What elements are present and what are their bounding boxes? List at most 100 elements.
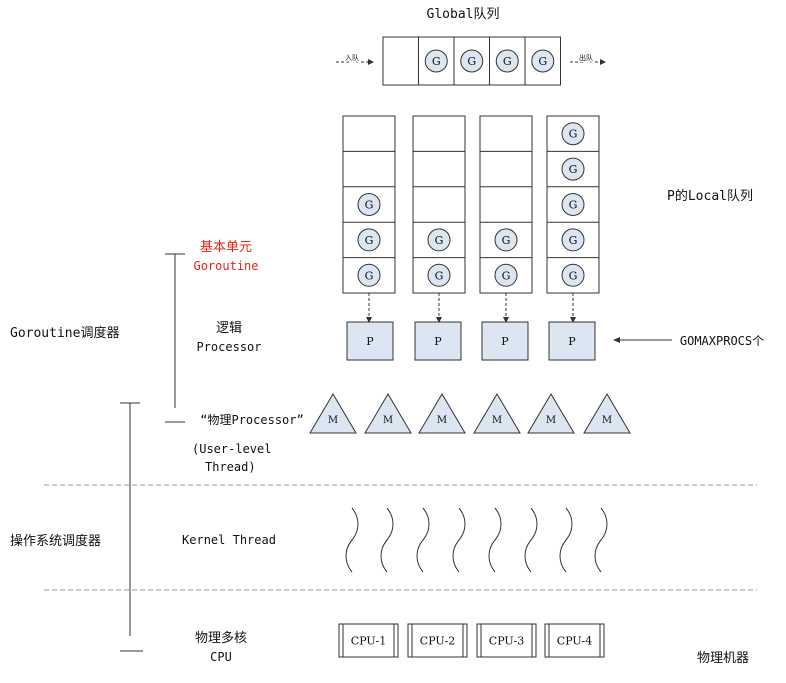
goroutine-circle xyxy=(424,49,448,73)
goroutine-circle xyxy=(561,122,585,146)
processor-box xyxy=(346,321,394,361)
local-goroutine-label: G xyxy=(569,234,578,247)
dequeue-arrow xyxy=(570,59,606,65)
goroutine-circle xyxy=(561,157,585,181)
goroutine-circle xyxy=(561,228,585,252)
cpu-label-cn: 物理多核 xyxy=(195,630,247,646)
local-goroutine-label: G xyxy=(502,234,511,247)
processor-label: P xyxy=(501,335,509,348)
cpu-label: CPU-2 xyxy=(420,635,455,648)
global-goroutine-label: G xyxy=(467,55,476,68)
global-goroutine-label: G xyxy=(432,55,441,68)
cpu-label: CPU-1 xyxy=(351,635,386,648)
goroutine-scheduler-label: Goroutine调度器 xyxy=(10,325,119,341)
machine-label: M xyxy=(602,415,612,426)
goroutine-circle xyxy=(460,49,484,73)
processor-box xyxy=(548,321,596,361)
goroutine-circle xyxy=(427,263,451,287)
machine-triangle xyxy=(418,393,466,434)
machine-triangle xyxy=(309,393,357,434)
kernel-thread-label: Kernel Thread xyxy=(182,533,276,547)
local-goroutine-label: G xyxy=(435,234,444,247)
enqueue-label: 入队 xyxy=(345,53,359,62)
logical-processor-cn: 逻辑 xyxy=(216,321,242,336)
goroutine-circle xyxy=(357,228,381,252)
goroutine-circle xyxy=(357,193,381,216)
kernel-thread-line xyxy=(594,507,608,573)
cpu-box xyxy=(544,623,605,658)
kernel-thread-line xyxy=(524,507,538,573)
enqueue-arrow xyxy=(336,59,374,65)
user-thread-line1: (User-level xyxy=(192,442,271,456)
goroutine-circle xyxy=(494,263,518,287)
local-queue-column xyxy=(412,115,466,294)
machine-triangle xyxy=(473,393,521,434)
goroutine-circle xyxy=(495,49,519,73)
machine-label: M xyxy=(437,415,447,426)
processor-box xyxy=(481,321,529,361)
machine-triangle xyxy=(527,393,575,434)
cpus: CPU-1 CPU-2 CPU-3 CPU-4 xyxy=(338,623,605,658)
processor-label: P xyxy=(568,335,576,348)
machine-label: M xyxy=(383,415,393,426)
goroutine-circle xyxy=(494,228,518,252)
local-goroutine-label: G xyxy=(435,269,444,282)
machine-triangle xyxy=(583,393,631,434)
processor-label: P xyxy=(434,335,442,348)
kernel-thread-line xyxy=(488,507,502,573)
goroutine-unit-cn: 基本单元 xyxy=(200,240,252,255)
cpu-label: CPU-4 xyxy=(557,635,592,648)
goroutine-circle xyxy=(531,49,555,73)
machine-triangle xyxy=(364,393,412,434)
physical-machine-label: 物理机器 xyxy=(697,651,749,666)
os-scheduler-label: 操作系统调度器 xyxy=(10,533,101,549)
global-goroutine-label: G xyxy=(538,55,547,68)
kernel-thread-line xyxy=(380,507,394,573)
layer-separators xyxy=(44,484,757,591)
local-goroutine-label: G xyxy=(569,269,578,282)
cpu-box xyxy=(407,623,468,658)
dequeue-label: 出队 xyxy=(579,53,593,62)
global-queue-title: Global队列 xyxy=(427,7,500,22)
goroutine-circle xyxy=(357,263,381,287)
goroutine-circle xyxy=(561,193,585,216)
kernel-thread-line xyxy=(345,507,359,573)
cpu-box xyxy=(338,623,399,658)
cpu-box xyxy=(476,623,537,658)
machine-label: M xyxy=(546,415,556,426)
goroutine-circle xyxy=(427,228,451,252)
physical-processor-label: “物理Processor” xyxy=(200,413,303,427)
machine-label: M xyxy=(328,415,338,426)
scope-brackets xyxy=(120,253,185,652)
processor-box xyxy=(414,321,462,361)
local-goroutine-label: G xyxy=(569,199,578,212)
user-thread-line2: Thread) xyxy=(205,460,256,474)
local-goroutine-label: G xyxy=(365,199,374,212)
local-goroutine-label: G xyxy=(502,269,511,282)
kernel-thread-line xyxy=(416,507,430,573)
goroutine-circle xyxy=(561,263,585,287)
logical-processor-en: Processor xyxy=(196,340,261,354)
local-queue-title: P的Local队列 xyxy=(667,188,753,204)
local-goroutine-label: G xyxy=(365,234,374,247)
global-goroutine-label: G xyxy=(503,55,512,68)
gomaxprocs-arrow xyxy=(613,337,672,343)
goroutine-unit-en: Goroutine xyxy=(193,259,258,273)
local-queues: G G G G G G G G G G G G xyxy=(342,115,600,323)
local-goroutine-label: G xyxy=(365,269,374,282)
kernel-thread-line xyxy=(559,507,573,573)
local-queue-column xyxy=(479,115,533,294)
processor-label: P xyxy=(366,335,374,348)
kernel-threads xyxy=(345,507,608,573)
cpu-label-en: CPU xyxy=(210,650,232,664)
local-goroutine-label: G xyxy=(569,163,578,176)
cpu-label: CPU-3 xyxy=(489,635,524,648)
local-goroutine-label: G xyxy=(569,128,578,141)
machine-label: M xyxy=(492,415,502,426)
kernel-thread-line xyxy=(452,507,466,573)
gomaxprocs-label: GOMAXPROCS个 xyxy=(680,334,764,348)
